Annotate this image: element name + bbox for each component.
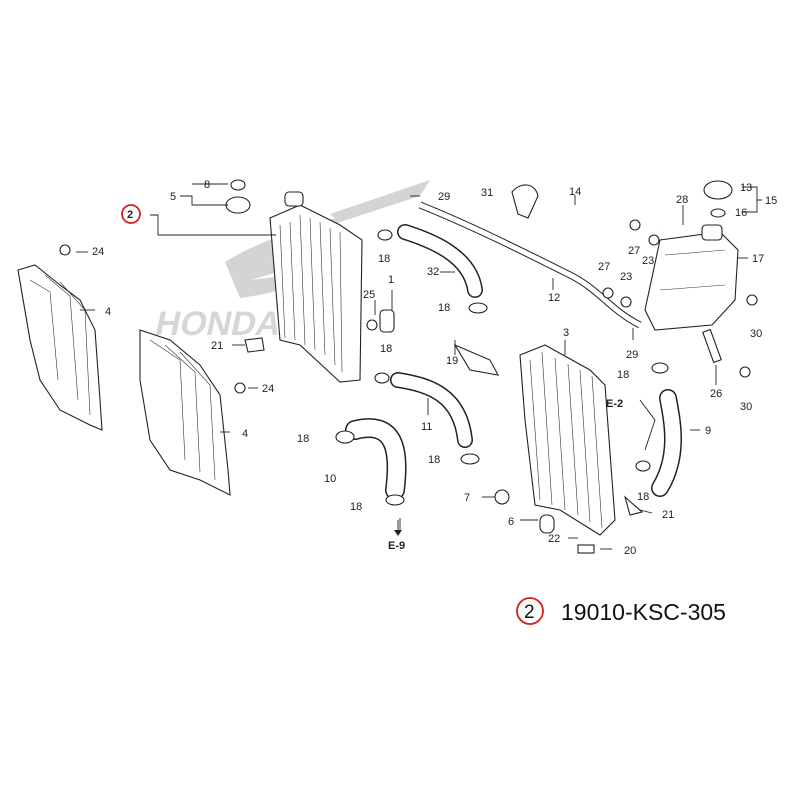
callout-14: 14: [569, 186, 581, 198]
bolt-24-mid[interactable]: [234, 382, 246, 394]
hose-9[interactable]: [651, 389, 682, 497]
callout-5: 5: [170, 191, 176, 203]
callout-21-left: 21: [211, 340, 223, 352]
callout-29-upper: 29: [438, 191, 450, 203]
bracket-21-right[interactable]: [623, 495, 644, 516]
highlight-callout-circle: [121, 204, 141, 224]
callout-15: 15: [765, 195, 777, 207]
callout-23-lower: 23: [620, 271, 632, 283]
radiator-shroud-outer[interactable]: [17, 264, 103, 431]
callout-1: 1: [388, 274, 394, 286]
callout-13: 13: [740, 182, 752, 194]
callout-23-upper: 23: [642, 255, 654, 267]
callout-25: 25: [363, 289, 375, 301]
callout-12: 12: [548, 292, 560, 304]
collar-23-lower[interactable]: [620, 296, 632, 308]
callout-18-g: 18: [617, 369, 629, 381]
callout-27-upper: 27: [628, 245, 640, 257]
callout-labels: 1 2 3 4 4 5 6 7 8 9 10 11 12 13 14 15 16…: [92, 179, 777, 557]
hose-11[interactable]: [390, 372, 473, 448]
fitting-25[interactable]: [366, 319, 378, 331]
callout-4-bottom: 4: [242, 428, 248, 440]
callout-18-a: 18: [378, 253, 390, 265]
collar-23-upper[interactable]: [648, 234, 660, 246]
callout-31: 31: [481, 187, 493, 199]
bolt-20[interactable]: [577, 544, 595, 554]
callout-7: 7: [464, 492, 470, 504]
callout-9: 9: [705, 425, 711, 437]
callout-26: 26: [710, 388, 722, 400]
callout-3: 3: [563, 327, 569, 339]
callout-19: 19: [446, 355, 458, 367]
callout-8: 8: [204, 179, 210, 191]
callout-18-c: 18: [380, 343, 392, 355]
hose-upper[interactable]: [512, 201, 663, 281]
grommet-22[interactable]: [539, 514, 555, 534]
section-ref-e9: E-9: [388, 540, 405, 552]
honda-watermark-text: HONDA: [152, 305, 285, 343]
leader-lines: [76, 183, 762, 550]
callout-18-e: 18: [428, 454, 440, 466]
callout-24-mid: 24: [262, 383, 274, 395]
radiator-right[interactable]: [519, 344, 616, 536]
callout-16: 16: [735, 207, 747, 219]
bracket-19[interactable]: [453, 343, 500, 376]
callout-28: 28: [676, 194, 688, 206]
collar-7[interactable]: [494, 489, 510, 505]
radiator-left[interactable]: [269, 191, 363, 383]
caption-ref-number: 2: [524, 602, 535, 623]
section-refs: E-2 E-9: [388, 398, 623, 552]
callout-32: 32: [427, 266, 439, 278]
bolt-30-lower[interactable]: [739, 366, 751, 378]
callout-2: 2: [127, 209, 133, 221]
callout-18-b: 18: [438, 302, 450, 314]
callout-22: 22: [548, 533, 560, 545]
grommet-27-upper[interactable]: [629, 219, 641, 231]
caption-part-number: 19010-KSC-305: [561, 599, 726, 625]
callout-11: 11: [421, 421, 432, 433]
grommet-27-lower[interactable]: [602, 287, 614, 299]
hose-overflow[interactable]: [418, 201, 642, 329]
bracket-21-left[interactable]: [244, 337, 265, 353]
callout-18-h: 18: [637, 491, 649, 503]
filler-neck-cap[interactable]: [225, 179, 251, 214]
callout-10: 10: [324, 473, 336, 485]
callout-20: 20: [624, 545, 636, 557]
callout-18-d: 18: [297, 433, 309, 445]
reserve-tank[interactable]: [644, 224, 739, 331]
callout-30-lower: 30: [740, 401, 752, 413]
callout-27-lower: 27: [598, 261, 610, 273]
callout-24-top: 24: [92, 246, 104, 258]
callout-6: 6: [508, 516, 514, 528]
part-caption: 2 19010-KSC-305: [516, 597, 726, 625]
callout-18-f: 18: [350, 501, 362, 513]
callout-29-lower: 29: [626, 349, 638, 361]
callout-21-right: 21: [662, 509, 674, 521]
fitting-1[interactable]: [379, 309, 395, 333]
bolt-24-top[interactable]: [59, 244, 71, 256]
bolt-26[interactable]: [702, 328, 722, 364]
bolt-30-upper[interactable]: [746, 294, 758, 306]
radiator-shroud-inner[interactable]: [139, 329, 231, 496]
hose-clamps: [335, 229, 669, 506]
hose-10[interactable]: [345, 418, 407, 500]
hose-clamp-31[interactable]: [511, 184, 539, 219]
hose-32[interactable]: [397, 224, 483, 298]
callout-17: 17: [752, 253, 764, 265]
caption-ref-circle: [516, 597, 544, 625]
section-ref-e2: E-2: [606, 398, 623, 410]
radiator-cap[interactable]: [703, 180, 733, 218]
callout-30-upper: 30: [750, 328, 762, 340]
callout-4-top: 4: [105, 306, 111, 318]
